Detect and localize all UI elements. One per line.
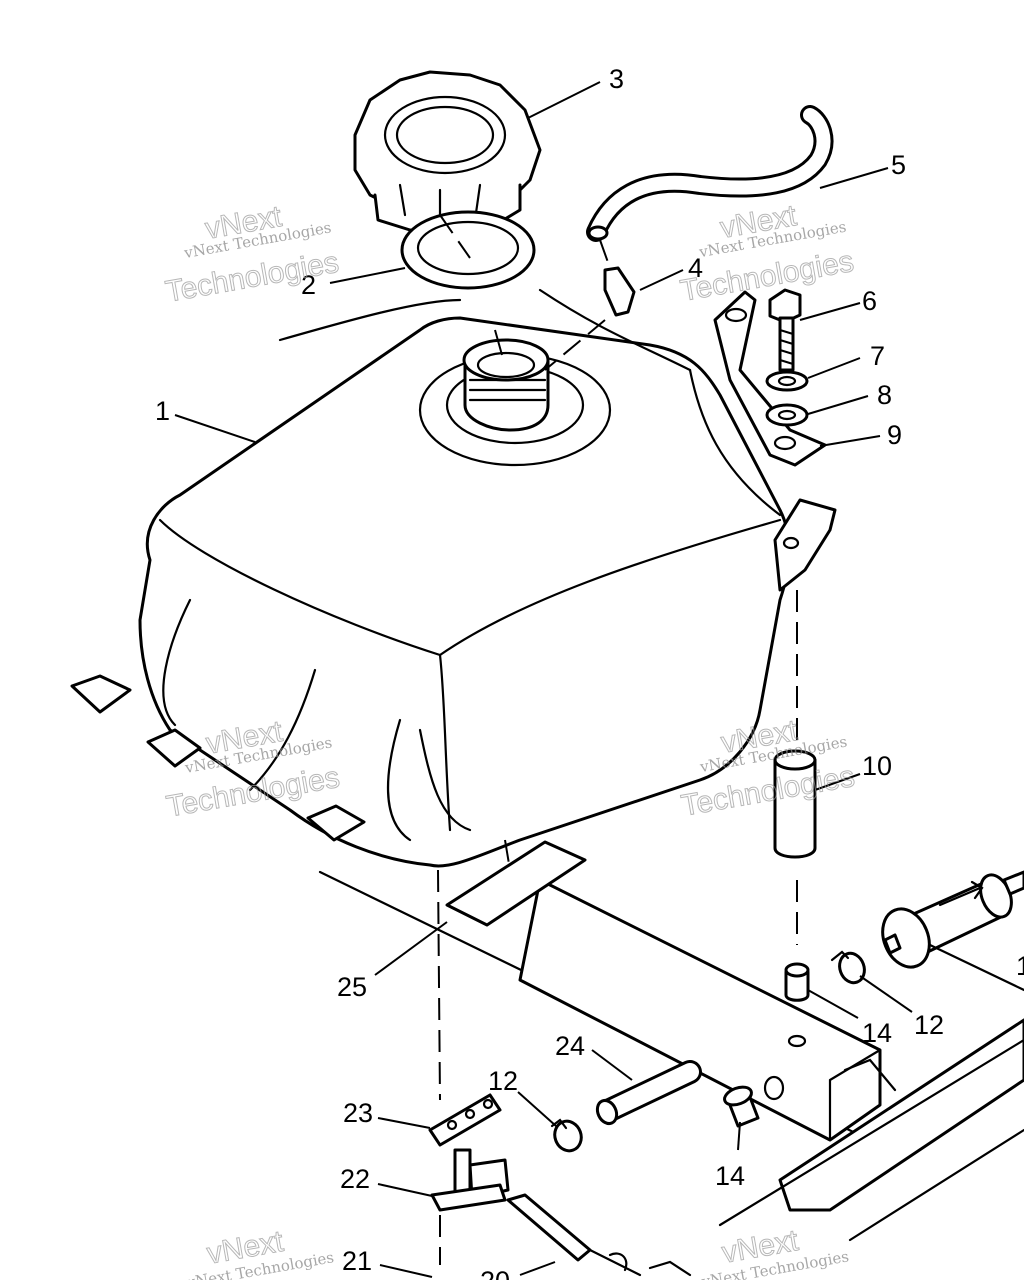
- callout-25: 25: [337, 972, 367, 1002]
- callout-1: 1: [155, 396, 170, 426]
- callout-20: 20: [480, 1266, 510, 1280]
- callout-2: 2: [301, 270, 316, 300]
- tank-bracket: [773, 498, 837, 592]
- mount-bracket: [713, 290, 827, 467]
- callout-11: 1: [1016, 951, 1024, 981]
- callout-14-upper: 14: [862, 1018, 892, 1048]
- fuel-line: [595, 1060, 702, 1126]
- hose-clamp-upper: [830, 950, 866, 985]
- fuel-filter: [881, 870, 1024, 992]
- vent-hose: [586, 105, 834, 242]
- cap-gasket: [400, 210, 536, 290]
- bolt-and-washers: [765, 288, 809, 427]
- callout-8: 8: [877, 380, 892, 410]
- tank-pad: [445, 839, 587, 927]
- fuel-tank: [70, 288, 791, 868]
- leader-lines: [174, 81, 913, 1278]
- fuel-valve: [428, 869, 592, 1265]
- hose-clamp-lower: [550, 1118, 583, 1153]
- callout-4: 4: [688, 253, 703, 283]
- callout-12-lower: 12: [488, 1066, 518, 1096]
- callout-numbers: 3 2 5 4 6 7 8 9 1 10 1 12 14 25 24 12 23…: [155, 64, 1024, 1280]
- grommet-lower: [723, 1085, 760, 1128]
- callout-23: 23: [343, 1098, 373, 1128]
- spacer-tube: [773, 590, 817, 945]
- fuel-cap: [353, 70, 542, 237]
- petcock-handle: [588, 1248, 692, 1277]
- callout-3: 3: [609, 64, 624, 94]
- callout-6: 6: [862, 286, 877, 316]
- callout-14-lower: 14: [715, 1161, 745, 1191]
- grommet-upper: [784, 962, 810, 1002]
- callout-21: 21: [342, 1246, 372, 1276]
- callout-5: 5: [891, 150, 906, 180]
- callout-22: 22: [340, 1164, 370, 1194]
- callout-24: 24: [555, 1031, 585, 1061]
- vent-fitting: [544, 239, 636, 371]
- callout-7: 7: [870, 341, 885, 371]
- callout-10: 10: [862, 751, 892, 781]
- callout-9: 9: [887, 420, 902, 450]
- frame-rail: [318, 870, 1024, 1242]
- callout-12-upper: 12: [914, 1010, 944, 1040]
